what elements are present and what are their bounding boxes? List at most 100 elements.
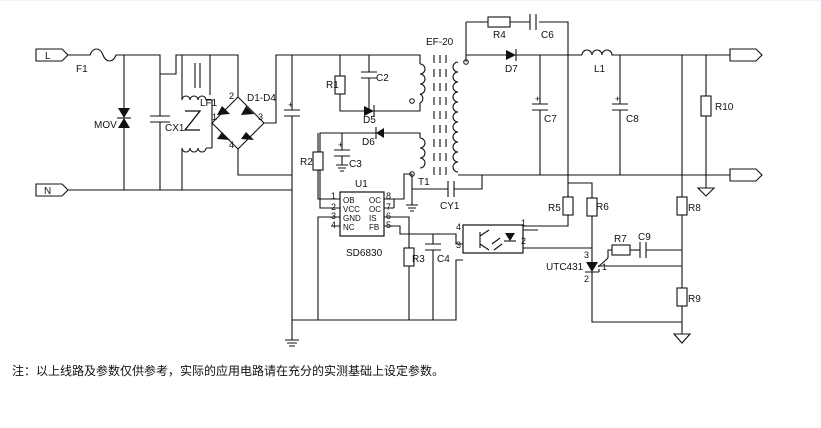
fuse-f1-label: F1 [76,64,88,75]
ic-model-label: SD6830 [346,248,383,259]
resistor-r2: R2 [291,133,332,320]
capacitor-c7-label: C7 [544,114,557,125]
ic-u1-label: U1 [355,179,368,190]
terminal-n-label: N [44,186,51,197]
capacitor-c4-label: C4 [437,254,450,265]
capacitor-c7: + C7 [532,55,557,175]
varistor-mov-label: MOV [94,120,117,131]
diode-d7: D7 [496,49,582,75]
svg-text:IS: IS [369,214,377,223]
optocoupler: 4 3 1 2 [456,218,593,254]
capacitor-bulk: + [284,55,300,190]
svg-text:1: 1 [521,218,526,228]
svg-text:+: + [535,94,540,104]
capacitor-cx1: CX1 [150,74,185,134]
resistor-r9: R9 [676,287,701,334]
wire-primary-ground [292,259,463,321]
resistor-r5: R5 [508,196,574,227]
bridge-label: D1-D4 [247,93,276,104]
top-border [0,0,821,1]
diode-d5: D5 [363,103,421,126]
wire-input-bottom [68,128,292,191]
svg-text:4: 4 [456,222,461,232]
svg-text:OC: OC [369,196,381,205]
terminal-n: N [35,183,69,197]
svg-text:GND: GND [343,214,361,223]
svg-text:VCC: VCC [343,205,360,214]
capacitor-cx1-label: CX1 [165,123,185,134]
inductor-l1: L1 [581,49,730,75]
svg-text:2: 2 [331,202,336,212]
resistor-r10: R10 [700,55,734,175]
wire-secondary-bottom [458,174,730,188]
resistor-r7-label: R7 [614,234,627,245]
capacitor-c6-label: C6 [541,30,554,41]
svg-text:3: 3 [584,250,589,260]
svg-text:1: 1 [331,191,336,201]
fuse-f1: F1 [68,48,124,75]
ground-primary [285,320,299,347]
diode-d7-label: D7 [505,64,518,75]
resistor-r3: R3 [403,247,425,320]
ic-u1: U1 SD6830 1 2 3 4 OB VCC GND NC OC OC IS… [317,173,463,320]
wire-input-top [123,54,161,108]
svg-text:+: + [338,140,343,150]
diode-d6-label: D6 [362,137,375,148]
bridge-rectifier: D1-D4 1 2 3 4 [210,54,292,176]
svg-text:4: 4 [331,220,336,230]
svg-text:3: 3 [331,211,336,221]
filter-lf1-label: LF1 [200,98,218,109]
capacitor-c4: C4 [425,234,450,320]
regulator-utc431: UTC431 3 1 2 [546,248,682,323]
wire-feedback-rail [567,55,683,198]
capacitor-c9-label: C9 [638,232,651,243]
ground-feedback [672,333,692,344]
capacitor-c2: C2 [361,71,389,111]
transformer-t1-label: T1 [418,177,430,188]
wire-secondary-top [465,21,569,62]
bridge-pin-4: 4 [229,140,234,150]
svg-text:FB: FB [369,223,379,232]
terminal-l: L [35,48,69,62]
resistor-r5-label: R5 [548,203,561,214]
capacitor-c9: C9 [638,232,682,258]
resistor-r4-label: R4 [493,30,506,41]
svg-text:NC: NC [343,223,355,232]
bridge-pin-1: 1 [212,112,217,122]
bridge-pin-2: 2 [229,91,234,101]
svg-text:5: 5 [386,220,391,230]
diode-d5-label: D5 [363,115,376,126]
wire-r7 [607,249,612,258]
resistor-r1-label: R1 [326,80,339,91]
disclaimer-note: 注：以上线路及参数仅供参考，实际的应用电路请在充分的实测基础上设定参数。 [12,364,445,378]
capacitor-c2-label: C2 [376,73,389,84]
output-terminal-negative [729,168,763,182]
wire-hv-rail [292,54,421,76]
resistor-r9-label: R9 [688,294,701,305]
transformer-core-label: EF-20 [426,37,454,48]
capacitor-cy1: CY1 [412,175,483,212]
transformer-t1: T1 EF-20 [409,37,469,188]
resistor-r8: R8 [676,196,701,288]
resistor-r2-label: R2 [300,157,313,168]
varistor-mov: MOV [94,108,131,131]
capacitor-c3-label: C3 [349,159,362,170]
capacitor-c8: + C8 [612,55,639,175]
output-terminal-positive [729,48,763,62]
svg-text:7: 7 [386,202,391,212]
resistor-r6-label: R6 [596,202,609,213]
regulator-label: UTC431 [546,262,584,273]
bridge-pin-3: 3 [258,112,263,122]
resistor-r4: R4 [487,16,511,41]
capacitor-c3: + C3 [334,133,362,172]
capacitor-cy1-label: CY1 [440,201,460,212]
resistor-r6: R6 [586,197,609,226]
inductor-l1-label: L1 [594,64,606,75]
svg-text:3: 3 [456,240,461,250]
resistor-r3-label: R3 [412,254,425,265]
capacitor-c8-label: C8 [626,114,639,125]
svg-text:OC: OC [369,205,381,214]
svg-text:2: 2 [584,274,589,284]
resistor-r8-label: R8 [688,203,701,214]
svg-text:8: 8 [386,191,391,201]
